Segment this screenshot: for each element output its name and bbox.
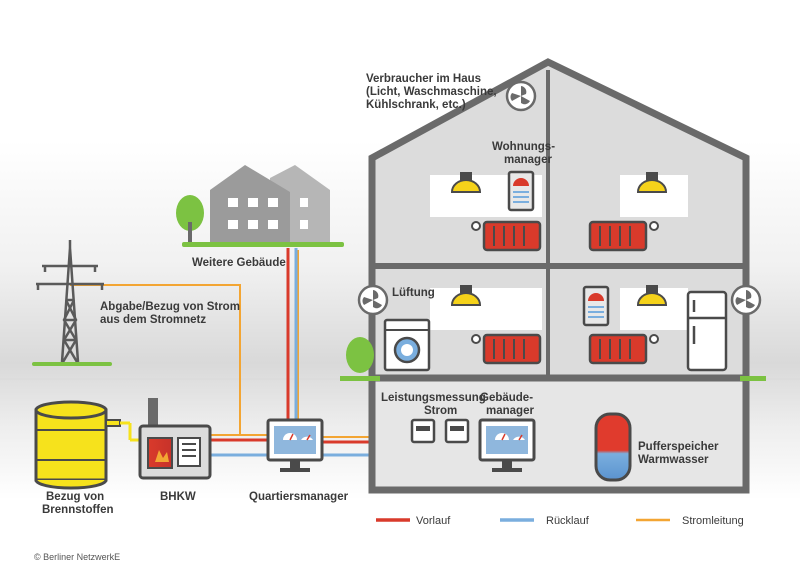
grid-label: Abgabe/Bezug von Strom aus dem Stromnetz — [100, 301, 240, 326]
power-measurement-label-line: Leistungsmessung — [381, 392, 486, 404]
legend-supply-label: Vorlauf — [416, 515, 451, 527]
chp-unit-icon — [138, 398, 212, 480]
fan-icon — [730, 284, 762, 316]
building-manager-label: Gebäude- manager — [480, 392, 534, 417]
fan-icon — [505, 80, 537, 112]
fuel-label: Bezug von Brennstoffen — [42, 491, 114, 516]
buffer-storage-label-line: Warmwasser — [638, 454, 709, 466]
power-pylon-icon — [36, 240, 104, 363]
building-manager-monitor-icon — [478, 418, 536, 472]
grid-label-line: Abgabe/Bezug von Strom — [100, 301, 240, 313]
power-meter-icon — [444, 418, 470, 444]
buffer-storage-label-line: Pufferspeicher — [638, 441, 719, 453]
radiator-icon — [471, 220, 542, 252]
lamp-icon — [636, 285, 668, 306]
power-measurement-label: Leistungsmessung Strom — [381, 392, 486, 417]
district-manager-label: Quartiersmanager — [249, 491, 349, 503]
lamp-icon — [450, 285, 482, 306]
fridge-icon — [686, 290, 728, 372]
district-manager-monitor-icon — [266, 418, 324, 472]
ventilation-label: Lüftung — [392, 287, 435, 299]
consumers-label-line: Kühlschrank, etc.) — [366, 99, 466, 111]
radiator-icon — [471, 333, 542, 365]
fuel-label-line: Bezug von — [46, 491, 104, 503]
lamp-icon — [636, 172, 668, 193]
legend: Vorlauf Rücklauf Stromleitung — [376, 515, 744, 527]
power-measurement-label-line: Strom — [424, 405, 457, 417]
legend-return-label: Rücklauf — [546, 515, 590, 527]
apartment-manager-device — [507, 170, 535, 212]
fan-icon — [357, 284, 389, 316]
building-manager-label-line: manager — [486, 405, 534, 417]
apartment-manager-label-line: manager — [504, 154, 552, 166]
legend-power-line-label: Stromleitung — [682, 515, 744, 527]
apartment-manager-label-line: Wohnungs- — [492, 141, 555, 153]
radiator-icon — [588, 220, 659, 252]
pylon-grass — [32, 362, 112, 366]
consumers-label-line: Verbraucher im Haus — [366, 73, 481, 85]
grid-label-line: aus dem Stromnetz — [100, 314, 206, 326]
washing-machine-icon — [383, 318, 431, 372]
other-buildings — [176, 165, 344, 247]
consumers-label: Verbraucher im Haus (Licht, Waschmaschin… — [366, 73, 497, 111]
fuel-label-line: Brennstoffen — [42, 504, 114, 516]
buffer-storage-label: Pufferspeicher Warmwasser — [638, 441, 719, 466]
fuel-tank-icon — [34, 400, 140, 490]
power-meter-icon — [410, 418, 436, 444]
apartment-manager-device — [582, 285, 610, 327]
building-manager-label-line: Gebäude- — [480, 392, 533, 404]
consumers-label-line: (Licht, Waschmaschine, — [366, 86, 497, 98]
copyright-text: © Berliner NetzwerkE — [34, 552, 120, 562]
chp-label: BHKW — [160, 491, 196, 503]
radiator-icon — [588, 333, 659, 365]
lamp-icon — [450, 172, 482, 193]
apartment-manager-label: Wohnungs- manager — [492, 141, 555, 166]
house — [340, 58, 766, 494]
other-buildings-label: Weitere Gebäude — [192, 257, 286, 269]
buffer-storage-tank-icon — [594, 412, 632, 482]
